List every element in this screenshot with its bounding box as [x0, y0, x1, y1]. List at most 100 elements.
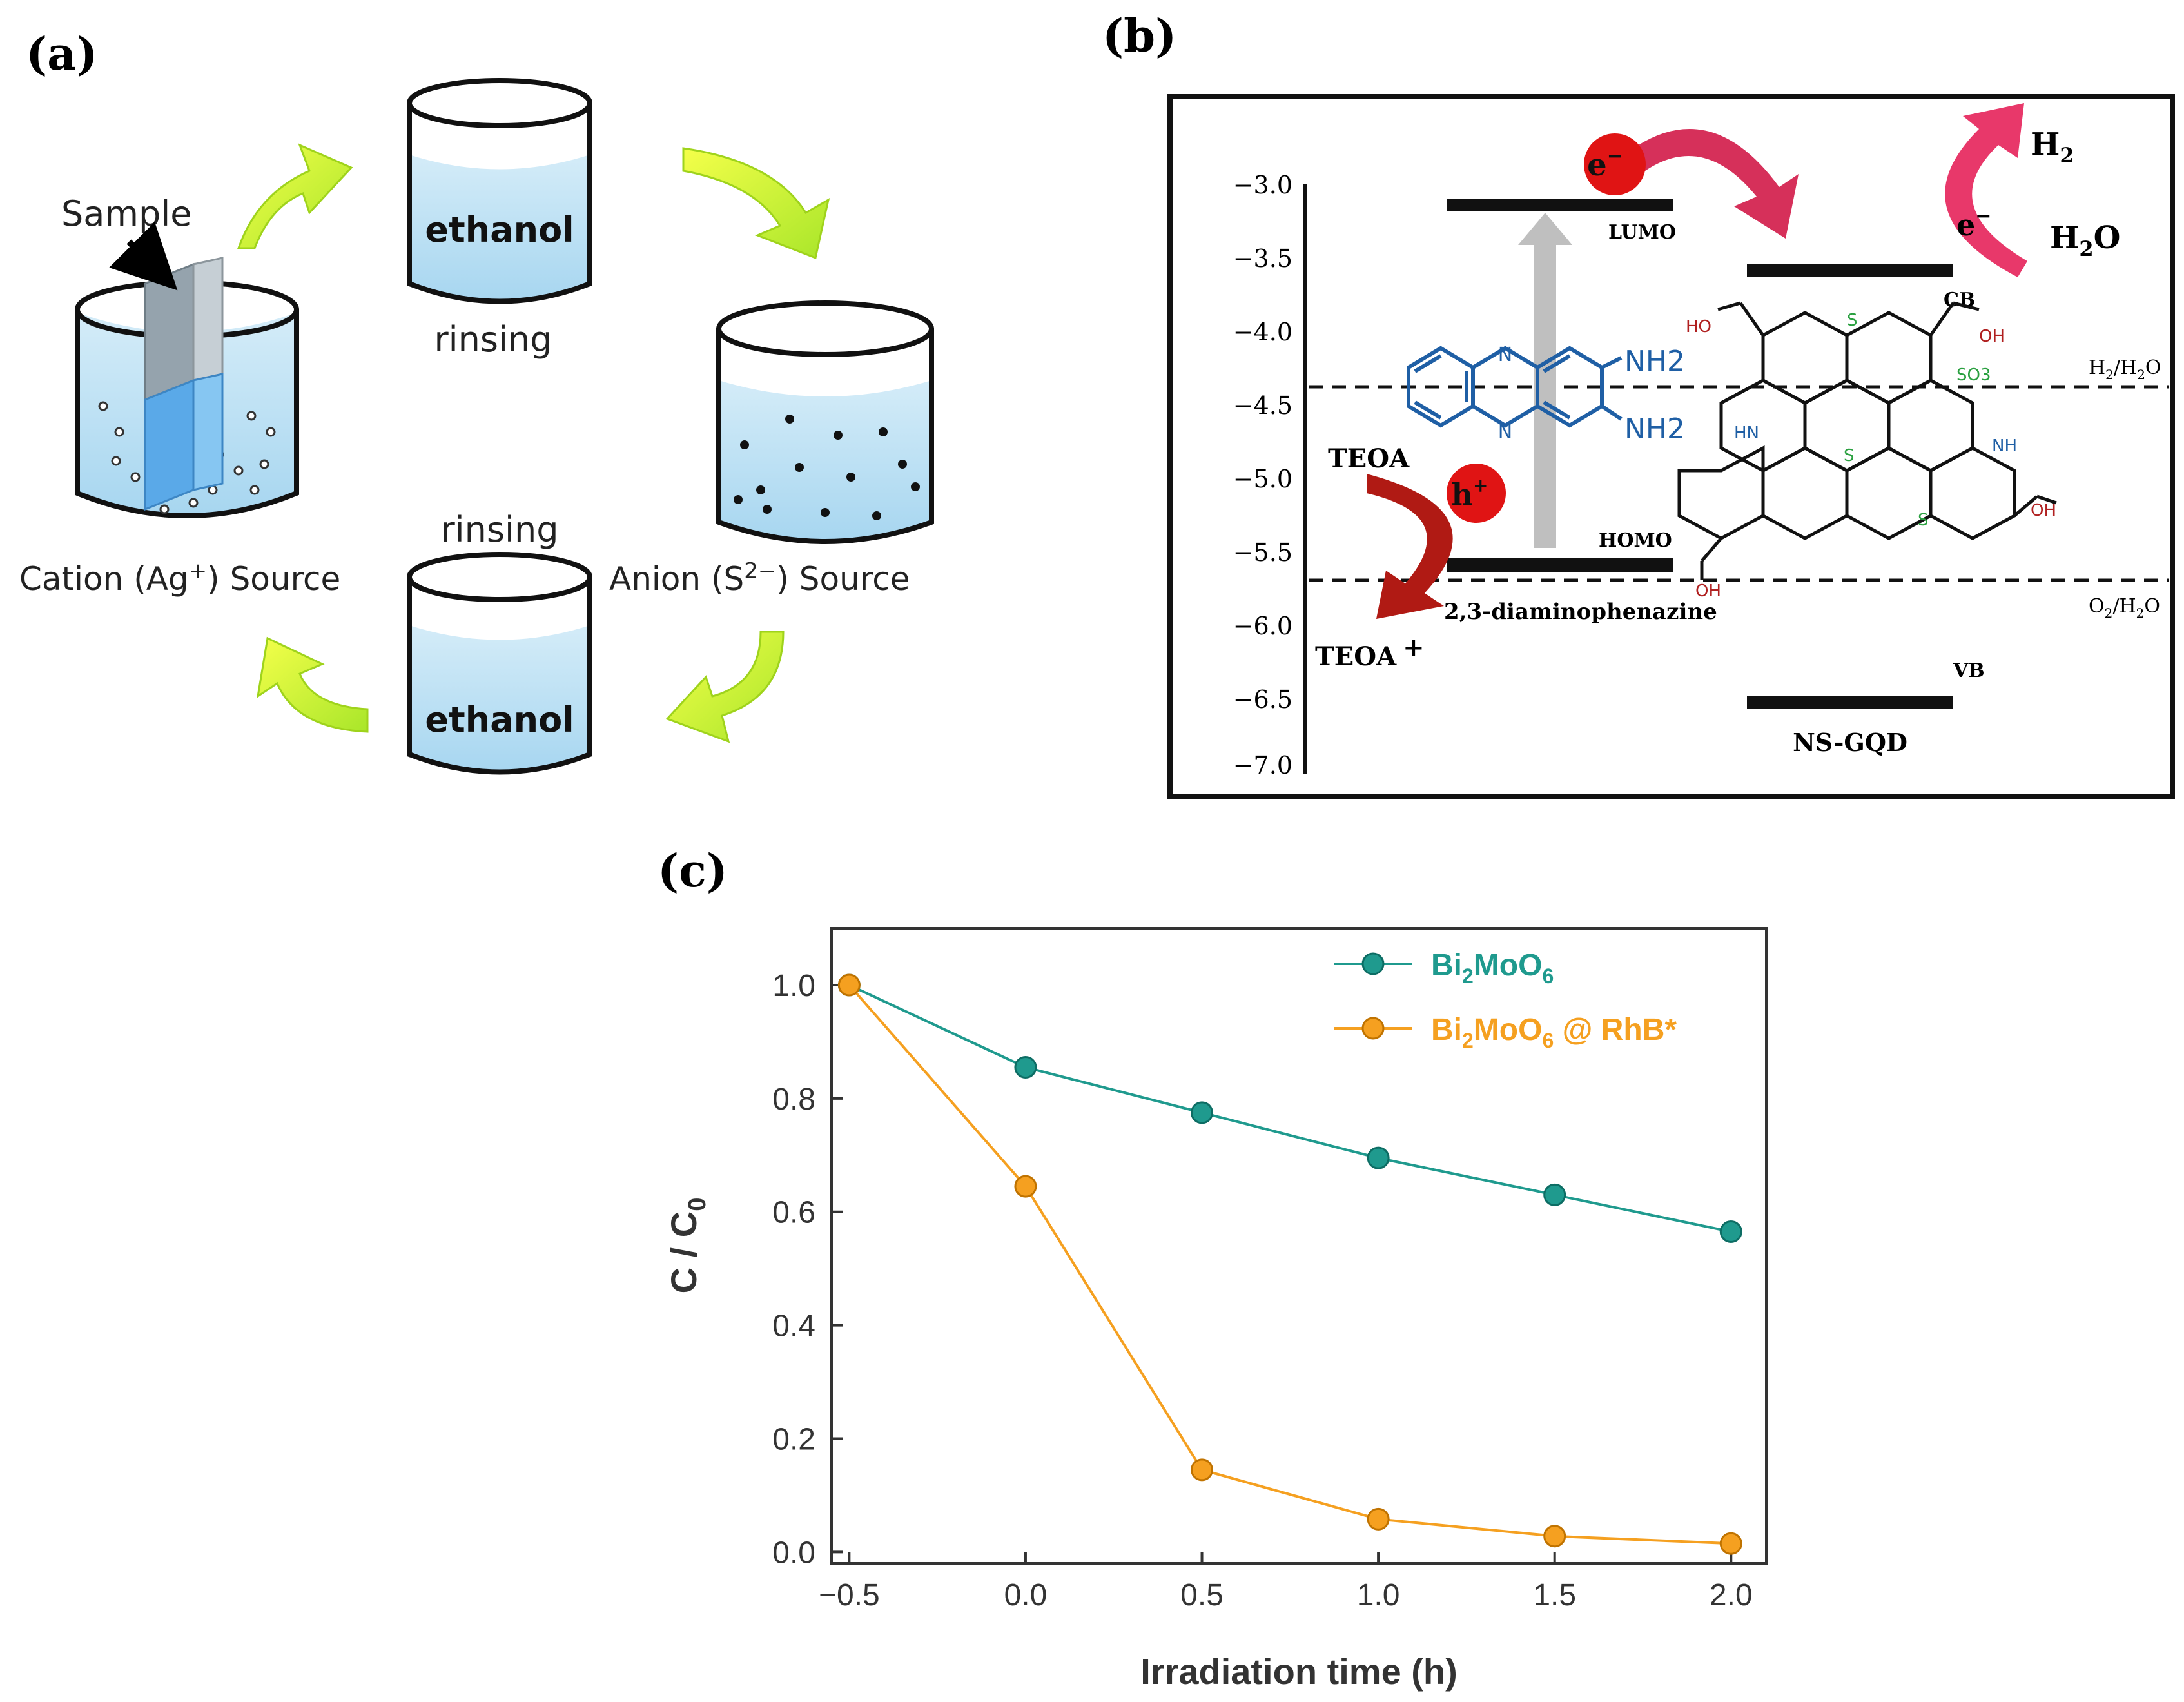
energy-tick: −3.0 [1233, 171, 1292, 199]
lumo-label: LUMO [1608, 221, 1676, 244]
energy-tick: −6.0 [1233, 612, 1292, 640]
y-tick-label: 0.2 [772, 1423, 815, 1457]
cycle-arrow-2 [682, 147, 830, 260]
x-tick-label: 1.0 [1357, 1578, 1400, 1612]
ns-gqd-oh-label: OH [2031, 501, 2056, 520]
energy-diagram-frame [1167, 94, 2175, 799]
vb-label: VB [1953, 660, 1985, 682]
data-point-series-1 [1719, 1532, 1742, 1555]
ns-gqd-atom-labels: HO OH S SO3 S S HN NH OH OH [1686, 311, 2056, 601]
data-point-series-0 [1367, 1146, 1390, 1169]
h2o-reactant-label: H2O [2050, 220, 2120, 261]
beaker-ethanol-bottom [407, 552, 592, 775]
ns-gqd-ho-label: HO [1686, 317, 1711, 337]
energy-tick: −4.0 [1233, 318, 1292, 346]
y-tick-label: 1.0 [772, 969, 815, 1003]
teoa-plus-label: TEOA+ [1315, 632, 1425, 672]
electron-circle [1584, 133, 1646, 195]
y-tick-label: 0.4 [772, 1309, 815, 1344]
sample-pointer-arrow [109, 222, 178, 291]
ns-gqd-s-label: S [1918, 511, 1929, 530]
panel-b-label: (b) [1102, 9, 1176, 63]
teoa-oxidation-arrow [1367, 474, 1453, 619]
phenazine-n-bottom: N [1498, 421, 1512, 444]
energy-tick: −5.0 [1233, 465, 1292, 493]
panel-a-label: (a) [26, 27, 98, 81]
ns-gqd-oh-label: OH [1695, 582, 1721, 601]
nh2-top-label: NH2 [1624, 345, 1685, 378]
energy-axis-ticks: −3.0 −3.5 −4.0 −4.5 −5.0 −5.5 −6.0 −6.5 … [1233, 171, 1292, 779]
legend-marker-bi2moo6-rhb [1361, 1017, 1385, 1040]
diaminophenazine-structure [1407, 346, 1623, 428]
homo-label: HOMO [1599, 529, 1672, 552]
vb-level-bar [1747, 696, 1953, 709]
legend-text-bi2moo6-rhb: Bi2MoO6 @ RhB* [1431, 1013, 1677, 1052]
ns-gqd-so3-label: SO3 [1956, 366, 1991, 385]
ns-gqd-s-label: S [1844, 446, 1855, 465]
x-tick-label: 1.5 [1533, 1578, 1576, 1612]
x-tick-label: 2.0 [1710, 1578, 1753, 1612]
o2-h2o-label: O2/H2O [2089, 595, 2160, 621]
beaker-ethanol-top [407, 78, 592, 304]
ethanol-bottom-label: ethanol [425, 699, 574, 740]
energy-tick: −6.5 [1233, 685, 1292, 714]
electron-label: e− [1587, 145, 1623, 183]
h2-h2o-label: H2/H2O [2089, 357, 2161, 382]
legend-marker-bi2moo6 [1361, 952, 1385, 975]
beaker-anion [716, 300, 934, 544]
sample-plate-wet [144, 378, 195, 511]
x-tick-label: 0.5 [1180, 1578, 1224, 1612]
series-line-0 [848, 984, 1731, 1233]
h2-product-label: H2 [2031, 126, 2074, 168]
ns-gqd-oh-label: OH [1979, 327, 2005, 346]
y-axis-label: C / C0 [663, 1198, 711, 1294]
hole-label: h+ [1452, 475, 1488, 512]
energy-tick: −4.5 [1233, 391, 1292, 420]
y-tick-label: 0.6 [772, 1196, 815, 1230]
phenazine-n-top: N [1498, 344, 1512, 366]
homo-level-bar [1447, 558, 1673, 572]
y-tick-label: 0.8 [772, 1082, 815, 1117]
x-axis-label: Irradiation time (h) [1140, 1651, 1458, 1692]
energy-tick: −7.0 [1233, 751, 1292, 779]
nh2-bottom-label: NH2 [1624, 413, 1685, 445]
ns-gqd-label: NS-GQD [1793, 728, 1907, 757]
excitation-arrow [1518, 213, 1572, 548]
lumo-level-bar [1447, 199, 1673, 211]
cb-electron-label: e− [1956, 205, 1991, 242]
data-point-series-1 [1191, 1458, 1214, 1482]
data-point-series-0 [1719, 1220, 1742, 1244]
hydrogen-evolution-arrow [1945, 103, 2027, 277]
panel-b: (b) −3.0 −3.5 −4.0 −4.5 −5.0 −5.5 −6.0 −… [1102, 9, 2175, 799]
plot-frame [830, 927, 1768, 1565]
series-line-1 [848, 984, 1731, 1545]
ns-gqd-hn-label: HN [1734, 424, 1759, 443]
molecule-name-label: 2,3-diaminophenazine [1444, 599, 1717, 625]
chart-legend: Bi2MoO6 Bi2MoO6 @ RhB* [1334, 948, 1677, 1052]
cation-source-label: Cation (Ag+) Source [19, 558, 340, 598]
ethanol-top-label: ethanol [425, 210, 574, 250]
energy-tick: −3.5 [1233, 244, 1292, 273]
data-point-series-1 [1014, 1175, 1037, 1198]
beaker-cation [75, 257, 299, 518]
y-tick-label: 0.0 [772, 1536, 815, 1570]
rinsing-bottom-label: rinsing [440, 509, 558, 550]
cycle-arrow-1 [237, 143, 353, 249]
panel-c-label: (c) [658, 844, 728, 897]
sample-label: Sample [61, 193, 191, 234]
cb-level-bar [1747, 264, 1953, 277]
chart-series [837, 973, 1742, 1555]
data-point-series-1 [1543, 1525, 1566, 1548]
anion-source-label: Anion (S2−) Source [609, 558, 910, 598]
x-tick-label: 0.0 [1004, 1578, 1048, 1612]
legend-text-bi2moo6: Bi2MoO6 [1431, 948, 1554, 988]
x-tick-label: −0.5 [819, 1578, 880, 1612]
cycle-arrow-4 [256, 636, 369, 733]
data-point-series-1 [1367, 1507, 1390, 1531]
data-point-series-0 [1543, 1183, 1566, 1206]
ns-gqd-s-label: S [1847, 311, 1858, 330]
ns-gqd-nh-label: NH [1992, 436, 2017, 456]
